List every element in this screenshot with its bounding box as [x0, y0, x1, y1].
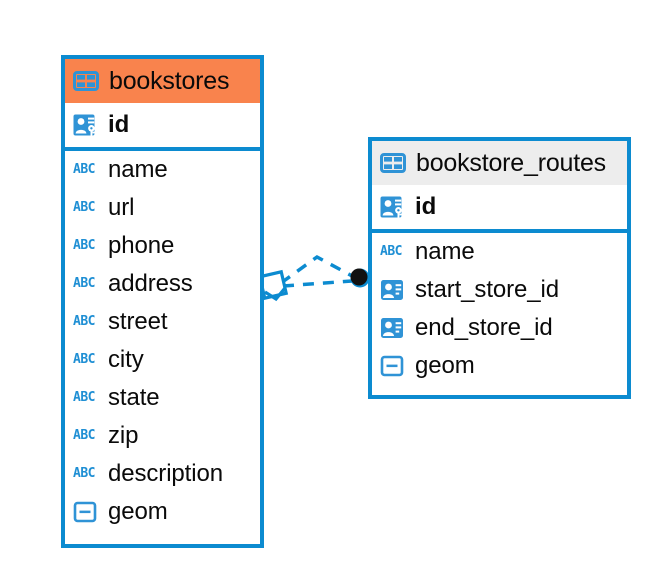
field-label-address: address — [108, 270, 193, 297]
abc-text-icon: ABC — [73, 200, 95, 215]
geometry-icon — [380, 354, 406, 378]
entity-header-bookstores: bookstores — [65, 59, 260, 103]
foreign-key-icon — [380, 316, 406, 340]
field-label-zip: zip — [108, 422, 139, 449]
primary-key-icon — [380, 195, 406, 219]
entity-title-bookstore-routes: bookstore_routes — [416, 148, 606, 177]
field-row-end-store-id[interactable]: end_store_id — [372, 309, 627, 347]
abc-text-icon: ABC — [73, 276, 95, 291]
field-row-zip[interactable]: ABC zip — [65, 417, 260, 455]
field-row-primary-key[interactable]: id — [372, 185, 627, 229]
field-row-geom[interactable]: geom — [372, 347, 627, 385]
field-list-bookstores: ABC name ABC url ABC phone ABC address A… — [65, 151, 260, 531]
table-icon — [380, 152, 406, 174]
primary-key-divider — [65, 147, 260, 151]
table-icon — [73, 70, 99, 92]
field-label-start-store-id: start_store_id — [415, 276, 560, 303]
abc-text-icon: ABC — [73, 352, 95, 367]
field-row-geom[interactable]: geom — [65, 493, 260, 531]
field-label-end-store-id: end_store_id — [415, 314, 553, 341]
abc-text-icon: ABC — [73, 162, 95, 177]
entity-table-bookstores[interactable]: bookstores id ABC — [61, 55, 264, 548]
entity-table-bookstore-routes[interactable]: bookstore_routes id — [368, 137, 631, 399]
field-row-name[interactable]: ABC name — [372, 233, 627, 271]
field-label-name: name — [415, 238, 475, 265]
field-label-url: url — [108, 194, 135, 221]
abc-text-icon: ABC — [73, 314, 95, 329]
relationship-line-upper — [279, 254, 355, 285]
abc-text-icon: ABC — [380, 244, 402, 259]
geometry-icon — [73, 500, 99, 524]
abc-text-icon: ABC — [73, 428, 95, 443]
field-list-bookstore-routes: ABC name start_store_id — [372, 233, 627, 385]
field-row-city[interactable]: ABC city — [65, 341, 260, 379]
field-row-primary-key[interactable]: id — [65, 103, 260, 147]
filled-circle-marker-ring — [350, 268, 370, 288]
field-label-city: city — [108, 346, 144, 373]
field-label-id: id — [108, 111, 130, 138]
field-label-street: street — [108, 308, 168, 335]
field-label-id: id — [415, 193, 437, 220]
field-label-state: state — [108, 384, 160, 411]
field-row-url[interactable]: ABC url — [65, 189, 260, 227]
abc-text-icon: ABC — [73, 238, 95, 253]
field-row-description[interactable]: ABC description — [65, 455, 260, 493]
field-row-phone[interactable]: ABC phone — [65, 227, 260, 265]
primary-key-icon — [73, 113, 99, 137]
relationship-line-lower — [282, 279, 353, 288]
field-label-description: description — [108, 460, 223, 487]
foreign-key-icon — [380, 278, 406, 302]
field-row-name[interactable]: ABC name — [65, 151, 260, 189]
primary-key-divider — [372, 229, 627, 233]
field-label-name: name — [108, 156, 168, 183]
entity-title-bookstores: bookstores — [109, 66, 230, 95]
field-row-state[interactable]: ABC state — [65, 379, 260, 417]
filled-circle-marker — [350, 268, 368, 286]
field-label-geom: geom — [415, 352, 475, 379]
diamond-marker-tail — [264, 286, 287, 302]
field-label-phone: phone — [108, 232, 175, 259]
field-row-street[interactable]: ABC street — [65, 303, 260, 341]
abc-text-icon: ABC — [73, 466, 95, 481]
field-row-address[interactable]: ABC address — [65, 265, 260, 303]
field-label-geom: geom — [108, 498, 168, 525]
abc-text-icon: ABC — [73, 390, 95, 405]
field-row-start-store-id[interactable]: start_store_id — [372, 271, 627, 309]
entity-header-bookstore-routes: bookstore_routes — [372, 141, 627, 185]
